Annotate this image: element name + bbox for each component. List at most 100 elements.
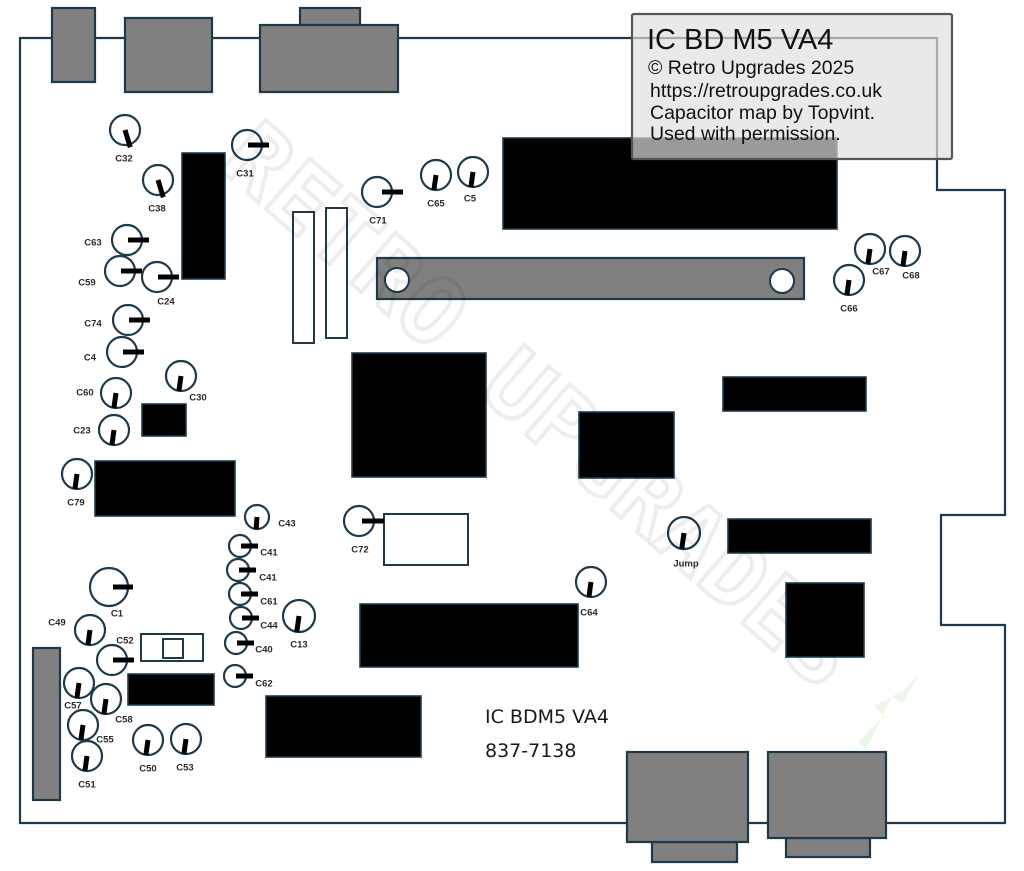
polarity-marker xyxy=(248,142,269,148)
polarity-marker xyxy=(237,640,254,646)
capacitor: C41 xyxy=(225,557,277,584)
capacitor: C23 xyxy=(73,413,131,447)
polarity-marker xyxy=(72,473,80,490)
chip-bottom xyxy=(265,695,422,758)
polarity-marker xyxy=(143,739,151,756)
capacitor-label: C40 xyxy=(255,645,272,656)
polarity-marker xyxy=(158,274,179,280)
capacitor-outline xyxy=(108,113,142,147)
capacitor: C49 xyxy=(48,613,107,647)
polarity-marker xyxy=(82,755,90,772)
capacitor-label: C1 xyxy=(111,609,124,620)
capacitor-label: C32 xyxy=(115,154,132,165)
capacitor: C62 xyxy=(222,663,273,690)
chip-small-bottom xyxy=(127,673,215,706)
capacitor-label: C67 xyxy=(872,267,889,278)
left-edge-connector xyxy=(31,646,62,802)
chip-center-medium xyxy=(578,411,675,479)
capacitor-label: C55 xyxy=(96,735,114,746)
polarity-marker xyxy=(362,518,384,524)
top-connector-2 xyxy=(123,16,214,94)
chip-right-bar-1 xyxy=(722,376,867,412)
chip-right-bar-2 xyxy=(727,518,872,554)
capacitor-label: C59 xyxy=(78,278,95,289)
capacitor: C31 xyxy=(230,128,269,180)
capacitor-label: C79 xyxy=(67,498,84,509)
polarity-marker xyxy=(113,657,134,663)
mounting-hole-left xyxy=(384,267,410,293)
capacitor-label: C49 xyxy=(48,618,65,629)
capacitor-outline xyxy=(141,163,175,197)
polarity-marker xyxy=(85,629,93,646)
jumper-label: Jump xyxy=(673,559,699,570)
capacitor: C74 xyxy=(84,303,150,337)
polarity-marker xyxy=(241,543,258,549)
watermark-arrow-icon xyxy=(858,676,918,750)
polarity-marker xyxy=(113,584,133,590)
polarity-marker xyxy=(109,429,117,446)
capacitor: C55 xyxy=(66,708,114,746)
capacitor-label: C30 xyxy=(189,393,206,404)
capacitor-label: C38 xyxy=(148,204,165,215)
capacitor: C59 xyxy=(78,254,142,289)
capacitor-label: C53 xyxy=(176,763,193,774)
polarity-marker xyxy=(900,250,908,267)
capacitor-label: C52 xyxy=(116,636,133,647)
mounting-hole-right xyxy=(769,268,795,294)
bottom-connector-2 xyxy=(766,750,888,840)
capacitor: C63 xyxy=(84,223,149,257)
polarity-marker xyxy=(121,268,142,274)
capacitor: C52 xyxy=(95,636,134,677)
chip-small-left xyxy=(141,403,187,437)
capacitor-label: C50 xyxy=(139,764,156,775)
capacitor-label: C64 xyxy=(580,608,598,619)
capacitor: C60 xyxy=(76,376,133,410)
capacitor: C53 xyxy=(169,722,203,774)
capacitor: C57 xyxy=(62,666,96,712)
polarity-marker xyxy=(74,682,82,699)
polarity-marker xyxy=(181,738,189,755)
polarity-marker xyxy=(123,349,144,355)
capacitor-label: C61 xyxy=(260,597,278,608)
polarity-marker xyxy=(176,375,184,392)
capacitor: C72 xyxy=(342,504,384,556)
polarity-marker xyxy=(111,392,119,409)
polarity-marker xyxy=(78,724,86,741)
top-connector-1 xyxy=(50,6,97,84)
capacitor: C61 xyxy=(227,581,278,608)
capacitor-label: C72 xyxy=(351,545,368,556)
capacitor: C71 xyxy=(360,175,403,227)
capacitor: C4 xyxy=(84,335,144,369)
capacitor: C66 xyxy=(832,263,866,315)
capacitor: C38 xyxy=(141,163,175,215)
board-part-number: 837-7138 xyxy=(485,740,576,762)
board-model-label: IC BDM5 VA4 xyxy=(485,706,609,728)
bottom-connector-1-tab xyxy=(650,840,739,864)
capacitor: C40 xyxy=(223,630,273,656)
capacitor-label: C41 xyxy=(260,548,278,559)
polarity-marker xyxy=(155,179,166,198)
slot-2 xyxy=(325,207,348,339)
capacitor-label: C68 xyxy=(902,271,919,282)
switch-knob xyxy=(162,638,184,659)
polarity-marker xyxy=(294,615,302,633)
top-connector-3-tab xyxy=(298,6,362,27)
info-permission: Used with permission. xyxy=(650,123,841,145)
chip-right-square xyxy=(785,582,865,658)
capacitor: C5 xyxy=(456,155,490,205)
polarity-marker xyxy=(239,567,256,573)
polarity-marker xyxy=(253,516,260,530)
chip-tall-left xyxy=(181,152,226,280)
capacitor: C58 xyxy=(89,682,133,726)
capacitor: C79 xyxy=(60,457,94,509)
info-box-panel xyxy=(630,12,954,161)
bottom-connector-1 xyxy=(625,750,750,844)
capacitor: C68 xyxy=(888,234,922,282)
slot-1 xyxy=(292,211,315,344)
info-url: https://retroupgrades.co.uk xyxy=(650,80,882,102)
polarity-marker xyxy=(468,171,476,188)
polarity-marker xyxy=(101,698,109,715)
capacitor: C32 xyxy=(108,113,142,165)
capacitor-label: C62 xyxy=(255,679,272,690)
